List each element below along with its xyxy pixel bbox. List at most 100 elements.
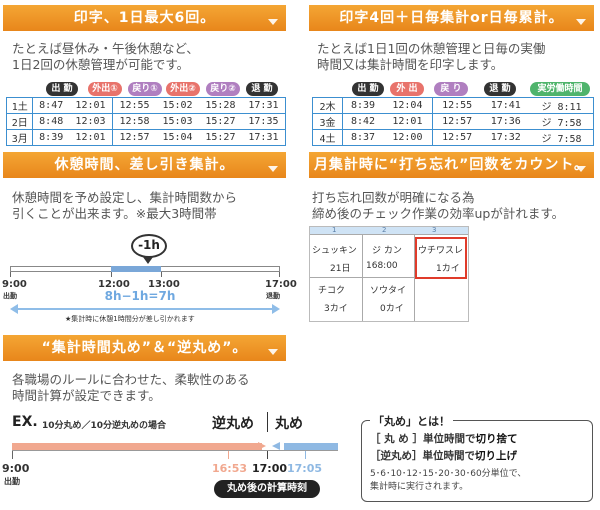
table-cell: 12:04 bbox=[383, 97, 433, 114]
table-cell: 12:55 bbox=[431, 97, 482, 114]
ex-label: EX. bbox=[12, 414, 38, 430]
table1-header-3: 外出② bbox=[166, 82, 200, 96]
table-cell: 1土 bbox=[5, 97, 33, 114]
table-cell: 17:36 bbox=[481, 113, 530, 130]
arrow-line bbox=[16, 308, 274, 310]
table-cell: 15:02 bbox=[156, 97, 199, 114]
rounding-explain-box: 「丸め」とは！ ［ 丸 め ］単位時間で切り捨て ［逆丸め］単位時間で切り上げ … bbox=[361, 413, 593, 502]
table1-header-2: 戻り① bbox=[128, 82, 162, 96]
break-timeline: -1h 9:00 出勤 12:00 13:00 17:00 退勤 8h−1h=7… bbox=[0, 228, 300, 328]
table2-header-2: 戻 り bbox=[434, 82, 468, 96]
table-cell: 12:55 bbox=[112, 97, 157, 114]
maru-label: 丸め bbox=[275, 416, 303, 432]
tick bbox=[10, 272, 11, 277]
tick bbox=[267, 451, 268, 459]
table-cell: 3月 bbox=[5, 129, 33, 146]
table-cell: 15:04 bbox=[156, 129, 199, 146]
deduct-bubble-tail bbox=[143, 257, 153, 264]
arrow-head-left bbox=[10, 304, 18, 314]
missed-punch-highlight bbox=[415, 237, 467, 279]
grid-cell: 21日 bbox=[330, 264, 351, 274]
explain-line-2: ［逆丸め］単位時間で切り上げ bbox=[370, 448, 517, 463]
time-c: 17:05 bbox=[287, 462, 323, 475]
table-cell: 15:03 bbox=[156, 113, 199, 130]
table-cell: 3金 bbox=[312, 113, 343, 130]
table2-header-4: 実労働時間 bbox=[530, 82, 590, 96]
explain-line-1: ［ 丸 め ］単位時間で切り捨て bbox=[370, 431, 517, 446]
grid-cell: 168:00 bbox=[366, 261, 398, 271]
ex-sub-label: 10分丸め／10分逆丸めの場合 bbox=[42, 421, 167, 431]
table-cell: 8:39 bbox=[32, 129, 69, 146]
time-end-sub: 退勤 bbox=[266, 292, 280, 300]
time-b: 17:00 bbox=[252, 462, 288, 475]
grid-cell: 3カイ bbox=[324, 304, 348, 314]
time-end: 17:00 bbox=[265, 279, 297, 290]
grid-cell: チコク bbox=[318, 286, 346, 296]
work-bar bbox=[12, 443, 262, 450]
tick bbox=[161, 272, 162, 277]
section-banner-4: 月集計時に“打ち忘れ”回数をカウント。 bbox=[309, 152, 594, 178]
table2-headers: 出 勤 外 出 戻 り 退 勤 実労働時間 bbox=[352, 82, 592, 96]
monthly-summary-grid: 1 2 3 シュッキン 21日 チコク 3カイ ジ カン 168:00 ソウタイ… bbox=[309, 226, 469, 322]
grid-cell: ジ カン bbox=[372, 246, 402, 256]
over-bar-base bbox=[12, 450, 338, 451]
table-cell: 8:39 bbox=[341, 97, 384, 114]
section-desc-1: たとえば昼休み・午後休憩など、 1日2回の休憩管理が可能です。 bbox=[12, 41, 199, 72]
table-cell: 2木 bbox=[312, 97, 343, 114]
over-bar bbox=[284, 443, 338, 450]
table-cell: 17:31 bbox=[241, 97, 286, 114]
section-banner-5: “集計時間丸め”＆“逆丸め”。 bbox=[3, 335, 286, 361]
table-row: 3月 8:39 12:01 12:57 15:04 15:27 17:31 bbox=[5, 129, 286, 146]
table-cell: 12:01 bbox=[68, 129, 113, 146]
table-cell: 8:42 bbox=[341, 113, 384, 130]
table2-header-0: 出 勤 bbox=[352, 82, 384, 96]
section-banner-2: 印字4回＋日毎集計or日毎累計。 bbox=[309, 5, 594, 31]
table-cell: 15:27 bbox=[198, 129, 242, 146]
table-cell: 15:28 bbox=[198, 97, 242, 114]
break-segment bbox=[111, 266, 161, 272]
table-row: 2日 8:48 12:03 12:58 15:03 15:27 17:35 bbox=[5, 113, 286, 130]
time-start-sub: 出勤 bbox=[4, 477, 20, 486]
tick bbox=[228, 451, 229, 459]
time-a: 16:53 bbox=[212, 462, 248, 475]
result-badge: 丸め後の計算時刻 bbox=[214, 480, 320, 498]
grid-cell: ウチワスレ bbox=[418, 246, 464, 256]
table-cell: 12:00 bbox=[383, 129, 433, 146]
table-cell: ジ 8:11 bbox=[530, 97, 594, 114]
table2-header-1: 外 出 bbox=[390, 82, 424, 96]
tick bbox=[305, 451, 306, 459]
table-cell: 17:31 bbox=[241, 129, 286, 146]
table-cell: 8:37 bbox=[341, 129, 384, 146]
table-cell: 8:47 bbox=[32, 97, 69, 114]
arrow-left-blue bbox=[272, 442, 280, 450]
table-cell: ジ 7:58 bbox=[530, 129, 594, 146]
explain-line-1-em: 切り捨て bbox=[475, 433, 518, 445]
table2-header-3: 退 勤 bbox=[484, 82, 516, 96]
gyaku-maru-label: 逆丸め bbox=[212, 416, 254, 432]
attendance-table-1: 1土 8:47 12:01 12:55 15:02 15:28 17:31 2日… bbox=[5, 97, 286, 146]
tick bbox=[12, 451, 13, 459]
time-noon: 12:00 bbox=[98, 279, 130, 290]
table-cell: 12:01 bbox=[68, 97, 113, 114]
explain-line-2-text: ［逆丸め］単位時間で bbox=[370, 450, 475, 462]
rounding-timeline: EX. 10分丸め／10分逆丸めの場合 逆丸め 丸め 9:00 出勤 16:53… bbox=[0, 410, 350, 510]
grid-cell: 1カイ bbox=[436, 264, 460, 274]
grid-col-3: 3 bbox=[432, 226, 437, 234]
table-cell: 12:57 bbox=[112, 129, 157, 146]
table-row: 3金 8:42 12:01 12:57 17:36 ジ 7:58 bbox=[312, 113, 594, 130]
table1-header-5: 退 勤 bbox=[246, 82, 278, 96]
grid-divider bbox=[414, 235, 415, 321]
tick bbox=[111, 272, 112, 277]
explain-line-2-em: 切り上げ bbox=[475, 450, 517, 462]
arrow-head-right bbox=[272, 304, 280, 314]
attendance-table-2: 2木 8:39 12:04 12:55 17:41 ジ 8:11 3金 8:42… bbox=[312, 97, 594, 146]
time-start: 9:00 bbox=[2, 279, 27, 290]
table-cell: 12:57 bbox=[431, 113, 482, 130]
grid-divider bbox=[310, 277, 414, 278]
section-desc-5: 各職場のルールに合わせた、柔軟性のある 時間計算が設定できます。 bbox=[12, 372, 250, 403]
section-desc-3: 休憩時間を予め設定し、集計時間数から 引くことが出来ます。※最大3時間帯 bbox=[12, 190, 238, 221]
deduct-label: -1h bbox=[138, 238, 160, 252]
table1-headers: 出 勤 外出① 戻り① 外出② 戻り② 退 勤 bbox=[46, 82, 286, 96]
explain-line-1-text: ［ 丸 め ］単位時間で bbox=[370, 433, 476, 445]
table-cell: 4土 bbox=[312, 129, 343, 146]
